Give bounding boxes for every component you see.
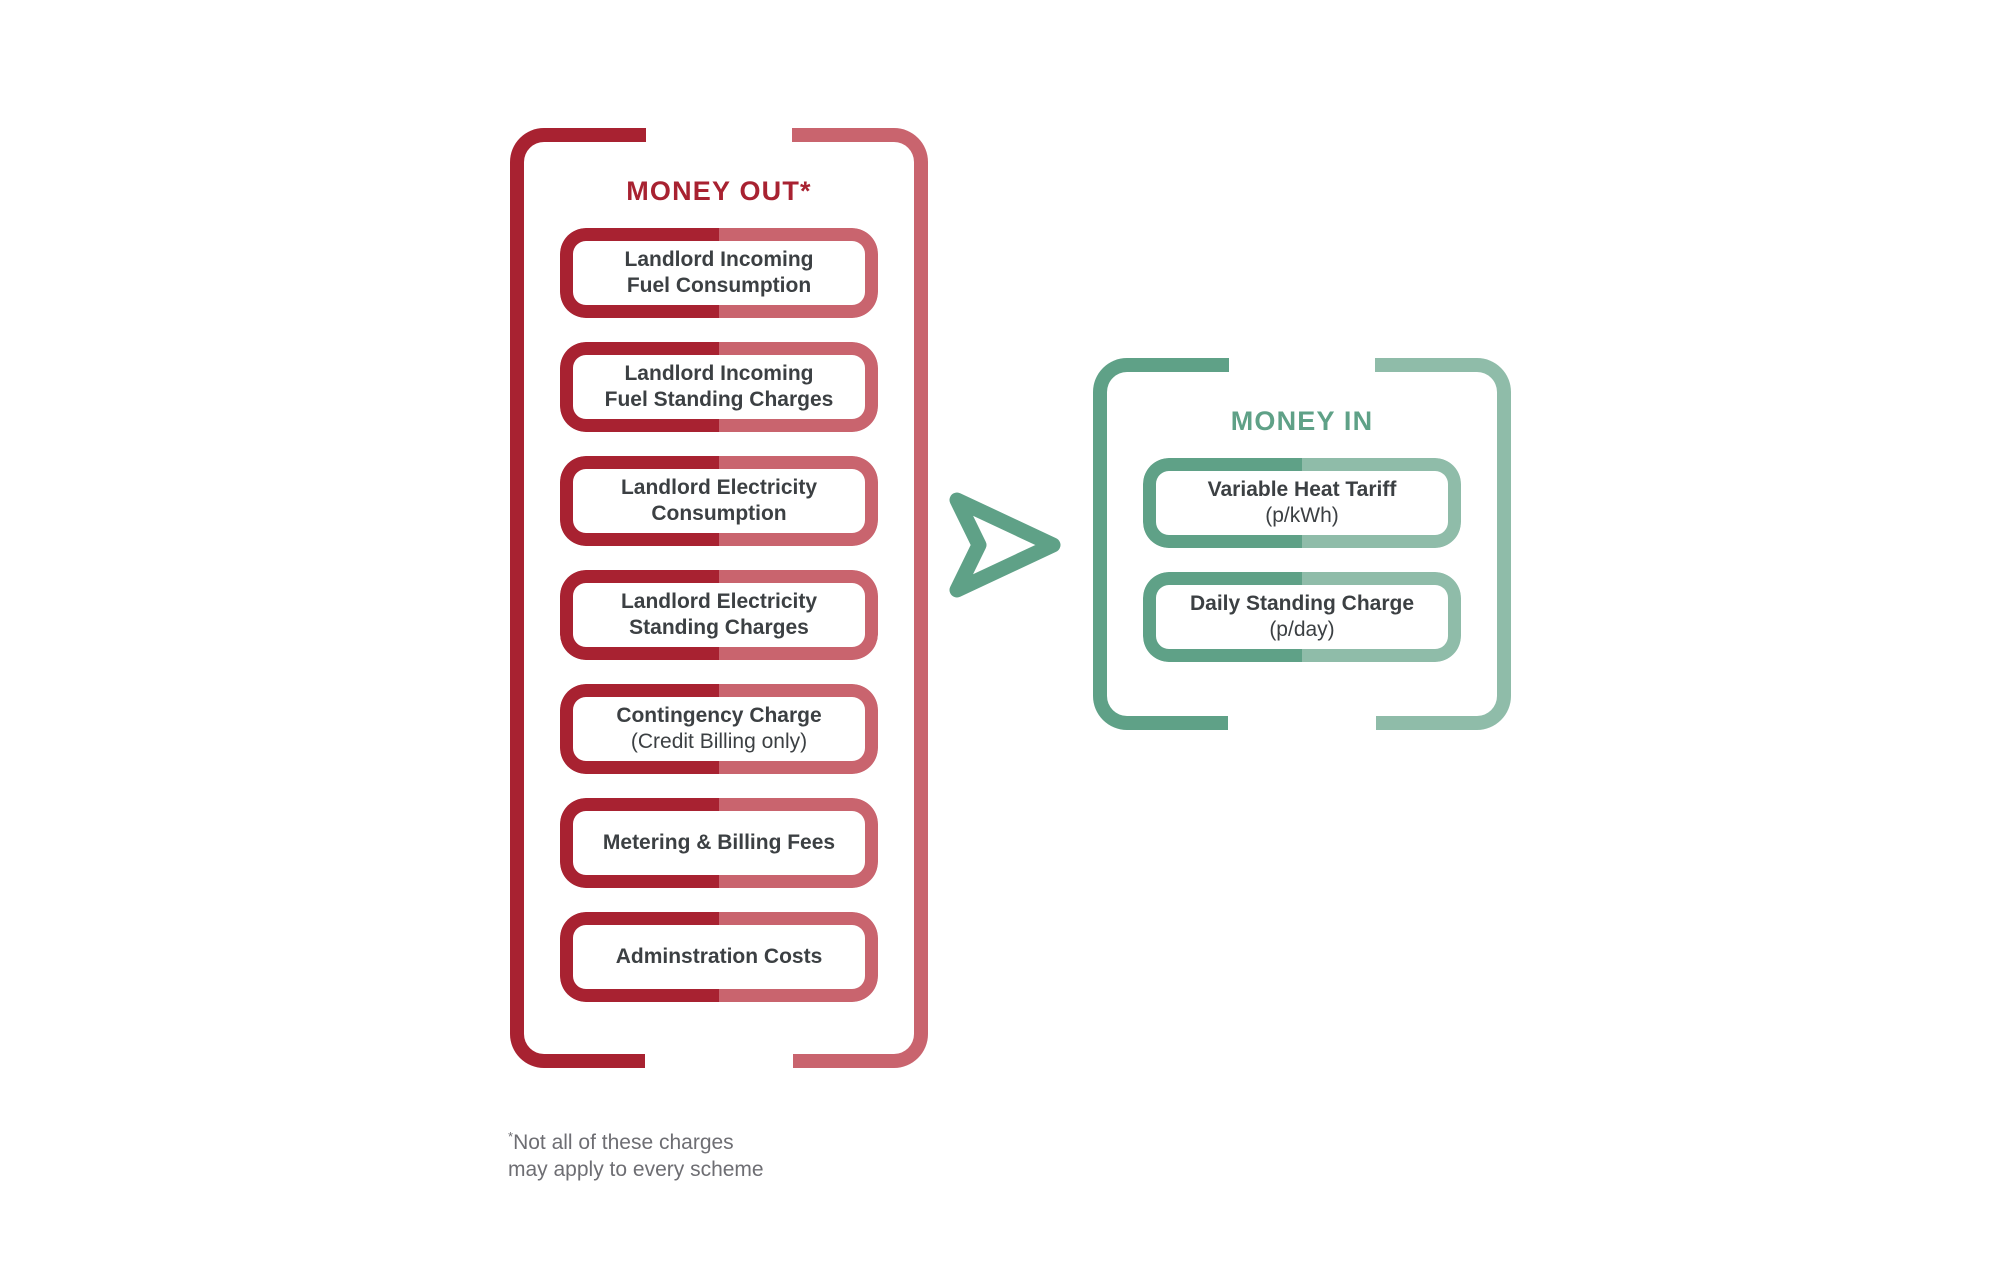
pill-border-left-half (560, 228, 719, 318)
charge-item-label: Landlord Electricity Standing Charges (620, 590, 818, 639)
frame-bottom-gap-right (719, 1054, 793, 1068)
pill-border-left-half (1143, 458, 1302, 548)
pill-border-left-half (560, 456, 719, 546)
charge-item-label: Landlord Incoming Fuel Consumption (624, 248, 814, 297)
money-in-title-text: MONEY IN (1230, 406, 1374, 436)
frame-bottom-gap-right (1302, 716, 1376, 730)
pill-border-left-half (560, 798, 719, 888)
charge-item-pill[interactable]: Daily Standing Charge(p/day) (1143, 572, 1461, 662)
pill-border-left-half (560, 570, 719, 660)
pill-content: Landlord Incoming Fuel Standing Charges (573, 355, 865, 419)
pill-border-right-half (719, 684, 878, 774)
charge-item-label: Variable Heat Tariff (1207, 478, 1397, 502)
money-in-title: MONEY IN (1093, 406, 1511, 437)
pill-content: Landlord Incoming Fuel Consumption (573, 241, 865, 305)
pill-border-right-half (719, 228, 878, 318)
charge-item-label: Adminstration Costs (615, 945, 823, 969)
pill-content: Landlord Electricity Consumption (573, 469, 865, 533)
pill-border-right-half (719, 912, 878, 1002)
pill-border-left-half (560, 912, 719, 1002)
charge-item-sublabel: (p/day) (1269, 618, 1335, 641)
arrow-right-chevron-icon (945, 490, 1065, 600)
money-out-panel: MONEY OUT* Landlord Incoming Fuel Consum… (510, 128, 928, 1068)
charge-item-pill[interactable]: Variable Heat Tariff(p/kWh) (1143, 458, 1461, 548)
charge-item-pill[interactable]: Landlord Incoming Fuel Standing Charges (560, 342, 878, 432)
pill-border-right-half (1302, 572, 1461, 662)
charge-item-pill[interactable]: Landlord Electricity Consumption (560, 456, 878, 546)
pill-border-left-half (1143, 572, 1302, 662)
money-out-title-text: MONEY OUT (626, 176, 801, 206)
pill-border-right-half (719, 798, 878, 888)
money-out-title: MONEY OUT* (510, 176, 928, 207)
pill-content: Contingency Charge(Credit Billing only) (573, 697, 865, 761)
footnote-asterisk: * (508, 1128, 514, 1144)
footnote-text: Not all of these charges may apply to ev… (508, 1130, 764, 1182)
charge-item-pill[interactable]: Adminstration Costs (560, 912, 878, 1002)
pill-content: Variable Heat Tariff(p/kWh) (1156, 471, 1448, 535)
pill-content: Landlord Electricity Standing Charges (573, 583, 865, 647)
charge-item-pill[interactable]: Metering & Billing Fees (560, 798, 878, 888)
pill-border-right-half (719, 456, 878, 546)
charge-item-label: Landlord Incoming Fuel Standing Charges (604, 362, 834, 411)
pill-border-right-half (719, 342, 878, 432)
charge-item-pill[interactable]: Landlord Incoming Fuel Consumption (560, 228, 878, 318)
pill-border-right-half (1302, 458, 1461, 548)
charge-item-label: Landlord Electricity Consumption (620, 476, 818, 525)
pill-border-left-half (560, 342, 719, 432)
money-out-title-asterisk: * (800, 176, 812, 206)
charge-item-pill[interactable]: Landlord Electricity Standing Charges (560, 570, 878, 660)
charge-item-sublabel: (p/kWh) (1265, 504, 1339, 527)
charge-item-sublabel: (Credit Billing only) (630, 730, 808, 753)
pill-border-left-half (560, 684, 719, 774)
frame-bottom-gap-left (645, 1054, 719, 1068)
money-in-panel: MONEY IN Variable Heat Tariff(p/kWh) Dail… (1093, 358, 1511, 730)
pill-border-right-half (719, 570, 878, 660)
frame-bottom-gap-left (1228, 716, 1302, 730)
money-out-frame-left-bracket (510, 128, 720, 1068)
charge-item-label: Contingency Charge (616, 704, 822, 728)
footnote: *Not all of these charges may apply to e… (508, 1100, 928, 1184)
pill-content: Metering & Billing Fees (573, 811, 865, 875)
charge-item-label: Metering & Billing Fees (602, 831, 836, 855)
pill-content: Adminstration Costs (573, 925, 865, 989)
pill-content: Daily Standing Charge(p/day) (1156, 585, 1448, 649)
charge-item-label: Daily Standing Charge (1189, 592, 1415, 616)
charge-item-pill[interactable]: Contingency Charge(Credit Billing only) (560, 684, 878, 774)
